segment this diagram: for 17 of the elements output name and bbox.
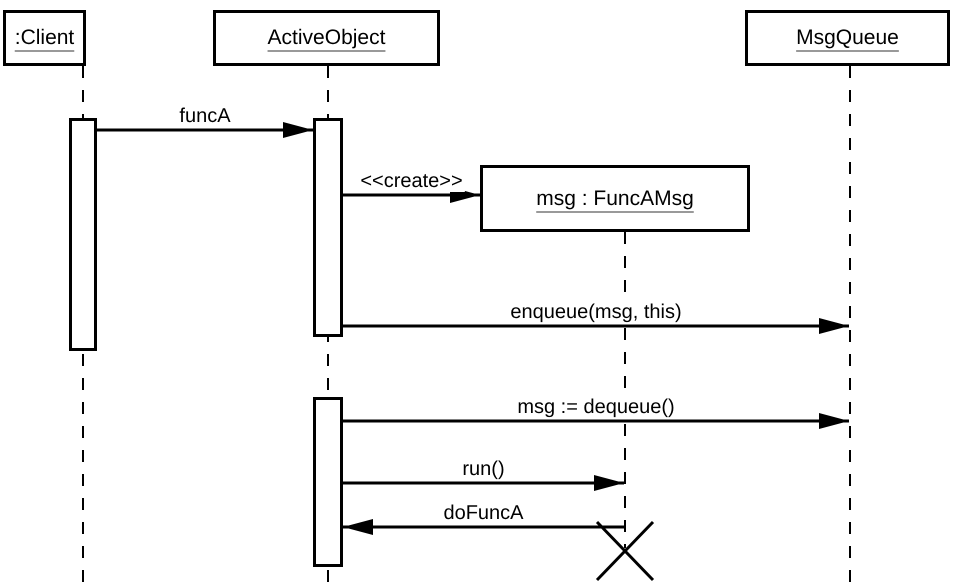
object-name: ActiveObject <box>268 26 386 50</box>
message-arrow <box>97 122 313 138</box>
object-name: :Client <box>14 26 74 50</box>
activation-bar <box>313 118 343 337</box>
message-arrow <box>343 519 624 535</box>
object-box <box>213 10 440 66</box>
message-arrow <box>343 318 849 334</box>
object-box <box>480 165 750 232</box>
object-box <box>745 10 950 66</box>
lifeline <box>849 66 851 585</box>
object-name: msg : FuncAMsg <box>536 186 694 210</box>
message-arrow <box>343 475 624 491</box>
message-arrow <box>343 413 849 429</box>
object-box <box>3 10 86 66</box>
object-name: MsgQueue <box>796 26 899 50</box>
activation-bar <box>69 118 97 351</box>
activation-bar <box>313 397 343 567</box>
